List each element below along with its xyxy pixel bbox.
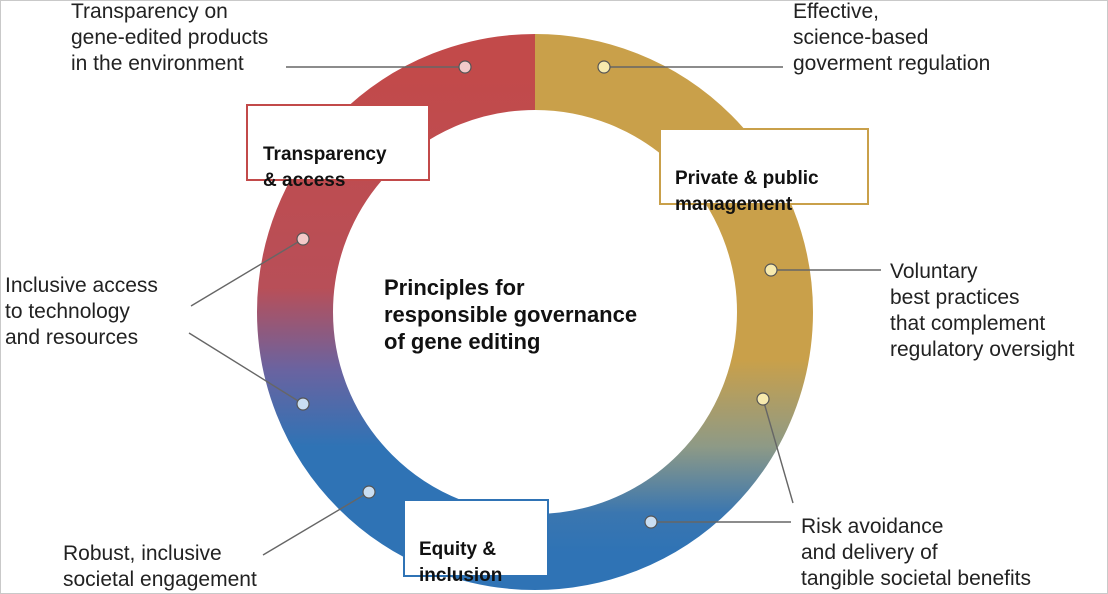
connector-robust-engagement — [262, 491, 370, 556]
dot-voluntary-practices — [764, 263, 778, 277]
dot-inclusive-access-upper — [296, 232, 310, 246]
label-effective-regulation: Effective, science-based goverment regul… — [793, 0, 991, 75]
box-private-public-management: Private & public management — [659, 128, 869, 215]
box-transparency-access-label: Transparency & access — [263, 144, 387, 191]
dot-risk-avoidance-upper — [756, 392, 770, 406]
label-voluntary-practices: Voluntary best practices that complement… — [890, 260, 1075, 361]
box-equity-inclusion: Equity & inclusion — [403, 499, 549, 586]
dot-effective-regulation — [597, 60, 611, 74]
label-inclusive-access: Inclusive access to technology and resou… — [5, 274, 158, 349]
box-transparency-access: Transparency & access — [246, 104, 430, 191]
label-transparency-products: Transparency on gene-edited products in … — [71, 0, 269, 75]
ring-right-segment — [535, 34, 813, 590]
dot-transparency-products — [458, 60, 472, 74]
connector-inclusive-access-lower — [188, 332, 304, 405]
connector-inclusive-access-upper — [190, 238, 304, 307]
dot-robust-engagement — [362, 485, 376, 499]
center-title: Principles for responsible governance of… — [384, 275, 638, 354]
ring-left-segment — [257, 34, 535, 590]
dot-inclusive-access-lower — [296, 397, 310, 411]
dot-risk-avoidance-lower — [644, 515, 658, 529]
connector-risk-avoidance-upper — [762, 398, 794, 504]
label-robust-engagement: Robust, inclusive societal engagement — [63, 542, 257, 591]
box-private-public-management-label: Private & public management — [675, 168, 819, 215]
label-risk-avoidance: Risk avoidance and delivery of tangible … — [801, 515, 1031, 590]
box-equity-inclusion-label: Equity & inclusion — [419, 539, 503, 586]
